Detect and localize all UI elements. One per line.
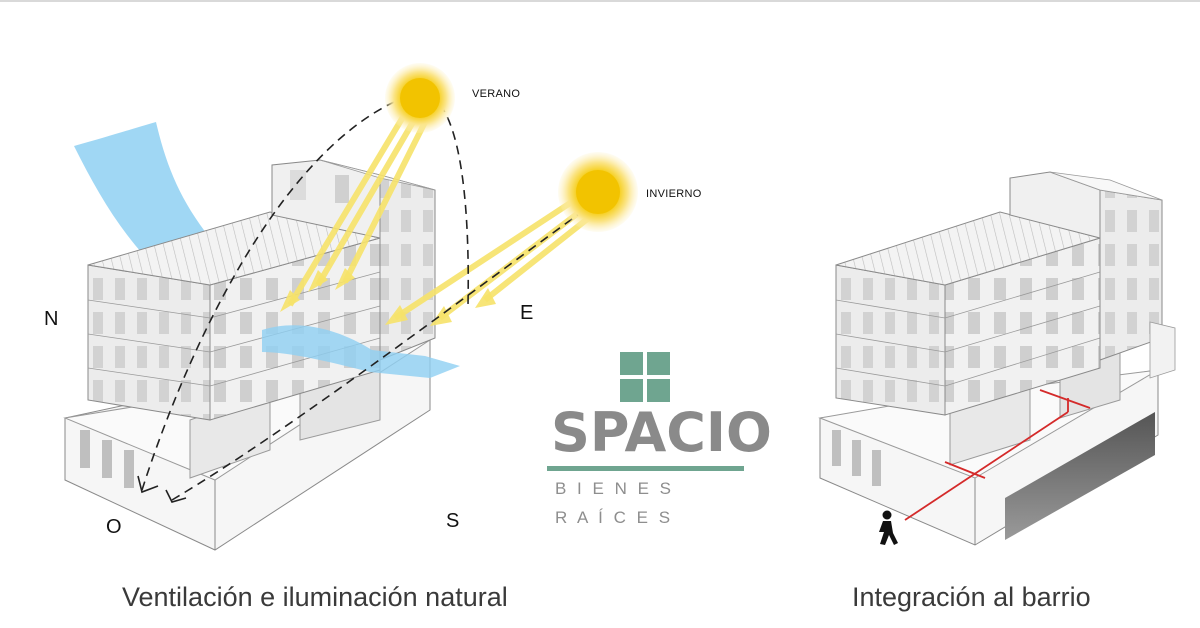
top-divider [0, 0, 1200, 2]
left-building [63, 63, 638, 551]
logo-subtitle-line2: R A Í C E S [555, 508, 674, 527]
caption-integration: Integración al barrio [852, 582, 1091, 612]
compass-east-label: E [520, 302, 534, 324]
compass-west-label: O [106, 516, 122, 538]
caption-ventilation: Ventilación e iluminación natural [122, 582, 508, 612]
sun-path [141, 91, 606, 501]
right-building [818, 171, 1176, 546]
logo-underline [547, 466, 744, 471]
logo-subtitle-line1: B I E N E S [555, 479, 674, 498]
pedestrian-icon [879, 510, 898, 545]
wind-flow-through [262, 325, 460, 378]
compass-south-label: S [446, 510, 460, 532]
wind-flow-north [74, 122, 210, 262]
logo-mark-icon [620, 352, 670, 402]
access-route [904, 389, 1091, 521]
compass-north-label: N [44, 308, 59, 330]
summer-sun-rays [287, 100, 431, 307]
winter-sun-label: INVIERNO [646, 188, 702, 200]
summer-sun-label: VERANO [472, 88, 521, 100]
logo-name: SPACIO [551, 401, 772, 464]
